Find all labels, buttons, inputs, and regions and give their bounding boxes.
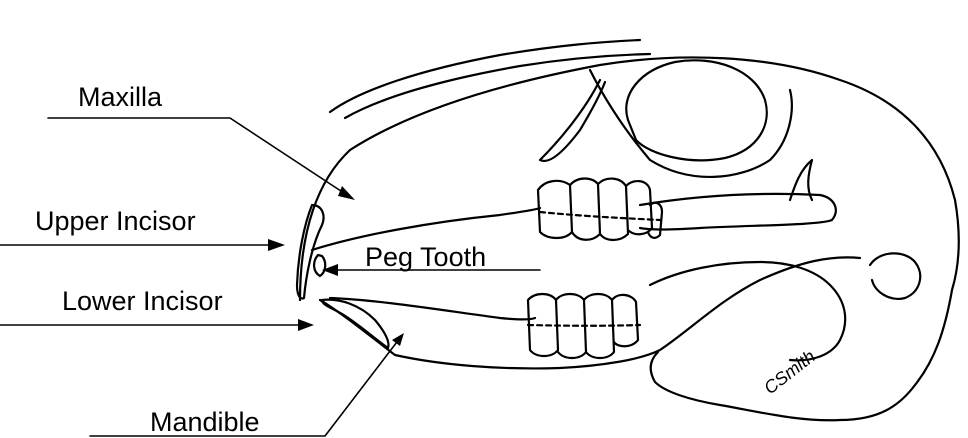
mandible-angle (650, 262, 845, 360)
label-mandible: Mandible (150, 407, 260, 437)
label-upper-incisor: Upper Incisor (35, 206, 196, 236)
upper-cheek-teeth (538, 179, 662, 241)
pointer-lines (0, 118, 540, 436)
eye-orbit (626, 60, 767, 160)
artist-signature: CSmith (760, 346, 819, 398)
skull-outline (300, 57, 959, 420)
lower-teeth-line (528, 325, 640, 326)
postorbital-process (540, 80, 605, 161)
peg-tooth-shape (314, 255, 325, 276)
label-peg-tooth: Peg Tooth (365, 242, 486, 272)
mandible-outline (320, 257, 860, 368)
occipital-condyle (870, 253, 920, 299)
label-maxilla: Maxilla (78, 82, 163, 112)
zygomatic-arch (640, 194, 836, 230)
label-lower-incisor: Lower Incisor (62, 286, 223, 316)
